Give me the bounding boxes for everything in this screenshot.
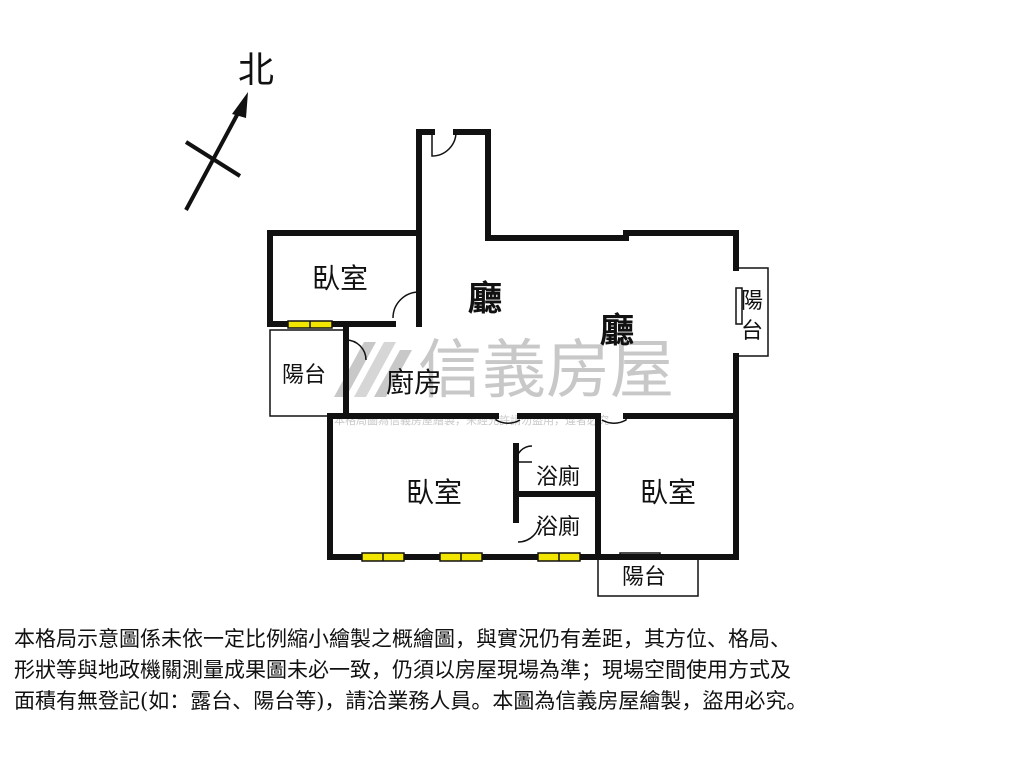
doors <box>345 131 627 543</box>
balcony-outlines <box>269 267 769 597</box>
balcony-east-outline <box>736 267 769 357</box>
room-balcony-west: 陽台 <box>282 363 326 388</box>
room-balcony-south: 陽台 <box>622 565 666 590</box>
balcony-east-door <box>735 287 743 325</box>
compass-cross-bar <box>184 140 242 178</box>
disclaimer-line-3: 面積有無登記(如：露台、陽台等)，請洽業務人員。本圖為信義房屋繪製，盜用必究。 <box>14 689 808 713</box>
windows <box>287 320 581 562</box>
room-balcony-east-top: 陽 <box>741 289 763 314</box>
room-bedroom-nw: 臥室 <box>312 262 368 295</box>
room-hall-1: 廳 <box>468 279 502 319</box>
room-hall-2: 廳 <box>600 311 634 351</box>
door-bath-2 <box>517 519 541 543</box>
door-entry <box>431 131 457 157</box>
wall-hall-north <box>485 230 739 271</box>
watermark-brand: 信義房屋 <box>418 334 674 408</box>
room-bathroom-2: 浴廁 <box>536 515 580 540</box>
compass-north-label: 北 <box>238 50 274 91</box>
compass-arrow-head <box>232 92 248 118</box>
wall-hall-east <box>595 353 739 560</box>
compass-arrow-shaft <box>184 101 246 211</box>
wall-entry-west <box>416 129 435 321</box>
room-bathroom-1: 浴廁 <box>536 465 580 490</box>
balcony-west-outline <box>269 329 346 417</box>
door-bedroom-sw <box>495 416 521 424</box>
room-bedroom-sw: 臥室 <box>406 476 462 509</box>
wall-entry-east <box>453 129 491 241</box>
room-balcony-east-bottom: 台 <box>741 319 763 344</box>
room-labels: 臥室 廳 廳 陽台 廚房 陽 台 臥室 浴廁 浴廁 臥室 陽台 <box>282 262 763 590</box>
room-bedroom-se: 臥室 <box>640 476 696 509</box>
disclaimer: 本格局示意圖係未依一定比例縮小繪製之概繪圖，與實況仍有差距，其方位、格局、 形狀… <box>14 624 1014 717</box>
compass: 北 <box>184 50 274 211</box>
room-kitchen: 廚房 <box>386 366 442 399</box>
door-bedroom-nw <box>392 291 420 319</box>
disclaimer-line-2: 形狀等與地政機關測量成果圖未必一致，仍須以房屋現場為準；現場空間使用方式及 <box>14 658 791 682</box>
wall-south-wing <box>327 413 601 560</box>
balcony-south-outline <box>597 557 699 597</box>
disclaimer-line-1: 本格局示意圖係未依一定比例縮小繪製之概繪圖，與實況仍有差距，其方位、格局、 <box>14 627 791 651</box>
door-kitchen <box>345 339 367 361</box>
door-bedroom-se <box>601 416 627 424</box>
door-bath-1 <box>515 445 533 463</box>
